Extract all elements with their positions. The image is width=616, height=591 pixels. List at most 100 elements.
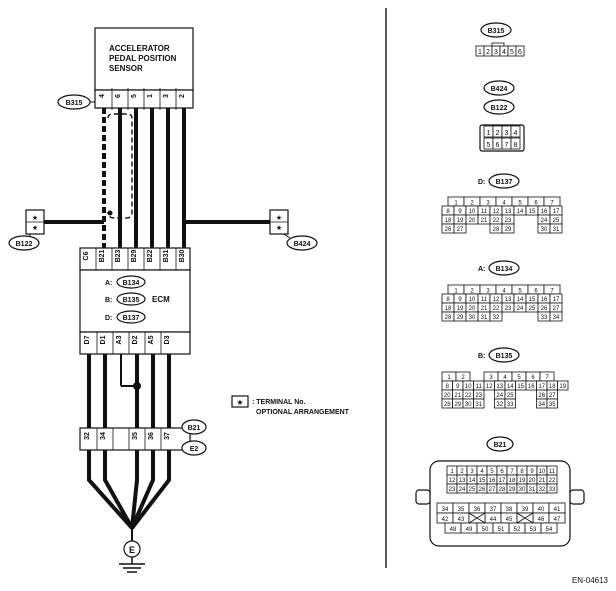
b134-pin-label: 20 xyxy=(469,306,476,312)
b137-pin-cell xyxy=(501,223,515,234)
b315-pin-label: 3 xyxy=(494,49,498,56)
b137-pin-label: 12 xyxy=(493,209,500,215)
b137-pin-label: 20 xyxy=(469,218,476,224)
figure-id: EN-04613 xyxy=(572,576,609,585)
ecm-top-pin-label: B29 xyxy=(131,249,138,262)
b134-pin-label: 18 xyxy=(445,306,452,312)
b424-pin-label: 1 xyxy=(487,130,491,137)
b137-pin-label: 13 xyxy=(505,209,512,215)
svg-text:★: ★ xyxy=(32,224,38,232)
ecm-connector-d: B137 xyxy=(123,315,140,322)
ecm-bottom-pin-label: D3 xyxy=(164,335,171,344)
sensor-title-line2: PEDAL POSITION xyxy=(109,54,177,63)
b134-pin-label: 33 xyxy=(541,315,548,321)
svg-text:★: ★ xyxy=(276,214,282,222)
b135-pin-label: 4 xyxy=(503,375,507,381)
b134-pin-label: 9 xyxy=(458,297,462,303)
b21-face-pin-label: 18 xyxy=(509,478,516,484)
ecm-top-pin-label: B31 xyxy=(163,249,170,262)
b21-face-pin-label: 33 xyxy=(549,487,556,493)
b134-pin-label: 4 xyxy=(502,289,506,295)
b135-pin-label: 16 xyxy=(528,384,535,390)
b137-pin-label: 23 xyxy=(505,218,512,224)
b21-face-pin-label: 10 xyxy=(539,469,546,475)
b21-face-pin-label: 4 xyxy=(480,469,484,475)
b21-face-pin-label: 50 xyxy=(482,527,489,533)
b21-face-pin-label: 34 xyxy=(442,507,449,513)
b137-pin-cell xyxy=(453,223,467,234)
b137-pin-label: 7 xyxy=(550,201,554,207)
b137-pin-label: 21 xyxy=(481,218,488,224)
b135-pin-label: 10 xyxy=(465,384,472,390)
b135-pin-label: 33 xyxy=(507,402,514,408)
b315-pin-label: 6 xyxy=(518,49,522,56)
b135-pin-label: 34 xyxy=(538,402,545,408)
b424-pin-label: 4 xyxy=(514,130,518,137)
b137-pin-label: 27 xyxy=(457,227,464,233)
b134-pin-label: 14 xyxy=(517,297,524,303)
b21-face-pin-label: 38 xyxy=(506,507,513,513)
b424-pin-cell xyxy=(510,125,521,138)
b424-pin-cell xyxy=(510,137,521,150)
b134-pin-label: 8 xyxy=(446,297,450,303)
b315-pin-label: 1 xyxy=(478,49,482,56)
ground-label: E xyxy=(129,545,135,555)
b134-pin-label: 2 xyxy=(470,289,474,295)
b21-face-pin-label: 42 xyxy=(442,517,449,523)
legend-line1: : TERMINAL No. xyxy=(252,399,306,406)
b21-face-pin-label: 30 xyxy=(519,487,526,493)
b122-connector-symbol: ★ ★ B122 xyxy=(8,209,45,251)
b137-pin-label: 17 xyxy=(553,209,560,215)
b424-pin-label: 8 xyxy=(514,142,518,149)
b137-pin-label: 11 xyxy=(481,209,488,215)
ecm-connector-b: B135 xyxy=(123,297,140,304)
sensor-harness xyxy=(44,108,270,248)
b21-face-pin-label: 39 xyxy=(522,507,529,513)
b315-label: B315 xyxy=(66,100,83,107)
b134-pin-label: 28 xyxy=(445,315,452,321)
b135-face-label: B135 xyxy=(496,353,513,360)
b135-pin-label: 1 xyxy=(447,375,451,381)
b21-face-pin-label: 51 xyxy=(498,527,505,533)
b315-pin-label: 4 xyxy=(502,49,506,56)
b21-pin-label: 37 xyxy=(164,432,171,440)
svg-text:B:: B: xyxy=(478,353,485,360)
b424-pin-label: 2 xyxy=(496,130,500,137)
ecm-bottom-pin-label: A5 xyxy=(148,335,155,344)
b21-face-pin-label: 12 xyxy=(449,478,456,484)
b21-pin-label: 35 xyxy=(132,432,139,440)
b134-pin-label: 3 xyxy=(486,289,490,295)
b21-face-pin-label: 53 xyxy=(530,527,537,533)
b134-pin-label: 32 xyxy=(493,315,500,321)
b134-pin-label: 10 xyxy=(469,297,476,303)
b137-face-label: B137 xyxy=(496,179,513,186)
b21-face-pin-label: 37 xyxy=(490,507,497,513)
b135-pin-label: 15 xyxy=(517,384,524,390)
b134-face-label: B134 xyxy=(496,266,513,273)
b21-label: B21 xyxy=(188,425,201,432)
b21-face-pin-label: 19 xyxy=(519,478,526,484)
b134-pin-label: 23 xyxy=(505,306,512,312)
b137-pin-label: 18 xyxy=(445,218,452,224)
terminal-legend: ★ : TERMINAL No. OPTIONAL ARRANGEMENT xyxy=(231,395,350,416)
b21-face-pin-label: 32 xyxy=(539,487,546,493)
b21-face-pin-label: 46 xyxy=(538,517,545,523)
b122-label: B122 xyxy=(16,241,33,248)
svg-text:D:: D: xyxy=(478,179,485,186)
b137-pin-label: 31 xyxy=(553,227,560,233)
b21-face-pin-label: 23 xyxy=(449,487,456,493)
b134-pin-label: 22 xyxy=(493,306,500,312)
b315-pin-label: 5 xyxy=(510,49,514,56)
sensor-pin-label: 1 xyxy=(147,94,154,98)
b315-pin-label: 2 xyxy=(486,49,490,56)
b137-pin-label: 5 xyxy=(518,201,522,207)
b137-pin-label: 22 xyxy=(493,218,500,224)
b135-pin-label: 31 xyxy=(475,402,482,408)
